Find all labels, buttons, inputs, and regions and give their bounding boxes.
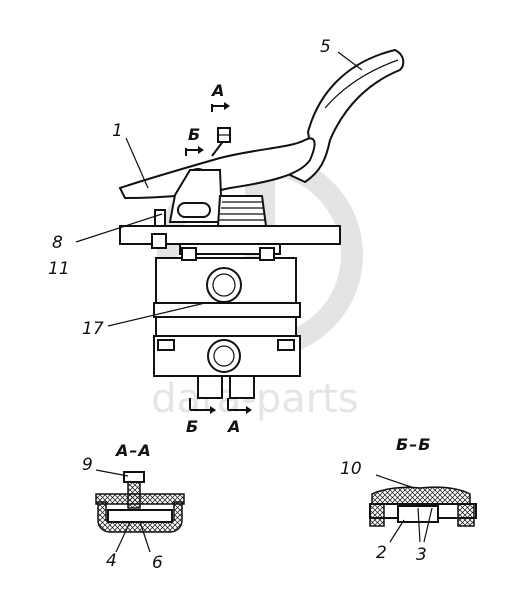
callout-10: 10 — [340, 459, 362, 479]
svg-text:А: А — [226, 417, 241, 436]
callout-11: 11 — [48, 259, 70, 279]
callout-5: 5 — [320, 37, 331, 57]
svg-text:А: А — [210, 81, 225, 100]
callout-17: 17 — [82, 319, 104, 339]
adjusting-screw — [211, 127, 231, 157]
callout-9: 9 — [82, 455, 93, 475]
section-a-a-view: А–А — [95, 441, 185, 553]
section-mark-a-top: А — [210, 81, 230, 112]
pedal-lever — [118, 48, 405, 223]
svg-text:Б: Б — [186, 417, 199, 436]
section-b-b-title: Б–Б — [396, 435, 431, 454]
section-a-a-title: А–А — [114, 441, 152, 460]
leader-lines — [75, 51, 363, 327]
callout-8: 8 — [52, 233, 63, 253]
callout-4: 4 — [106, 551, 117, 571]
callout-2: 2 — [376, 543, 387, 563]
callout-6: 6 — [152, 553, 163, 573]
rubber-boot — [216, 195, 268, 227]
section-mark-b-top: Б — [185, 125, 204, 156]
section-b-b-view: Б–Б — [369, 435, 477, 543]
callout-1: 1 — [112, 121, 123, 141]
section-mark-bottom: Б А — [186, 398, 252, 436]
brake-valve-body — [153, 243, 301, 399]
base-plate — [119, 209, 341, 249]
svg-text:Б: Б — [188, 125, 201, 144]
callout-3: 3 — [416, 545, 427, 565]
